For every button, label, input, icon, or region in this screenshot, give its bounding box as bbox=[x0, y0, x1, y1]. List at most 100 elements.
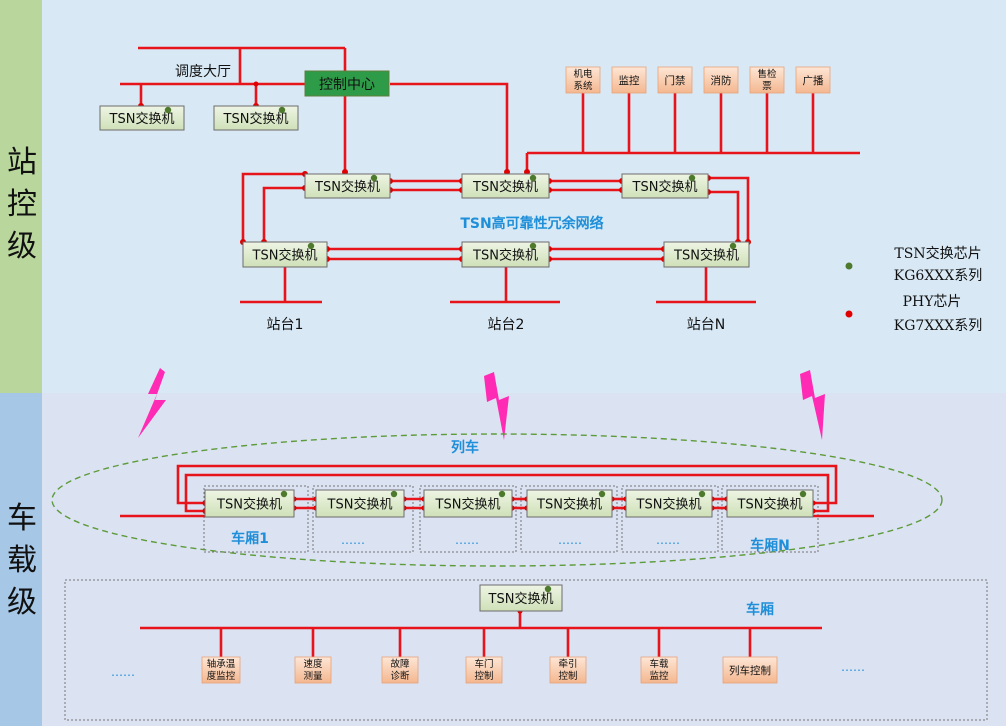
device-line1: 速度 bbox=[303, 658, 323, 670]
tsn-chip-dot bbox=[529, 242, 537, 250]
control-center-label: 控制中心 bbox=[319, 77, 375, 93]
tsn-switch: TSN交换机 bbox=[479, 584, 563, 612]
carriage-ellipsis: …… bbox=[455, 533, 479, 547]
device-line1: 车门 bbox=[474, 658, 493, 670]
tsn-chip-dot bbox=[370, 174, 378, 182]
tsn-switch-label: TSN交换机 bbox=[327, 497, 393, 513]
carriage-ellipses: …… …… bbox=[111, 660, 865, 679]
tsn-switch: TSN交换机 bbox=[99, 105, 185, 131]
carriage-wires bbox=[140, 611, 822, 657]
subsystem-tag: 售检票 bbox=[749, 66, 785, 94]
tsn-switch: TSN交换机 bbox=[204, 489, 295, 518]
legend-phy-dot bbox=[845, 310, 853, 318]
tsn-switch-label: TSN交换机 bbox=[216, 497, 282, 513]
tsn-chip-dot bbox=[544, 585, 552, 593]
tsn-switch-label: TSN交换机 bbox=[673, 248, 739, 264]
tsn-chip-dot bbox=[278, 106, 286, 114]
tsn-chip-dot bbox=[729, 242, 737, 250]
carriage-devices: 轴承温度监控速度测量故障诊断车门控制牵引控制车载监控列车控制 bbox=[201, 656, 778, 684]
control-center-box bbox=[304, 70, 390, 97]
dispatch-hall-label: 调度大厅 bbox=[175, 64, 231, 80]
tsn-switch: TSN交换机 bbox=[304, 173, 391, 199]
tsn-switch-label: TSN交换机 bbox=[737, 497, 803, 513]
tsn-switch-label: TSN交换机 bbox=[472, 248, 538, 264]
subsystem-tag: 门禁 bbox=[657, 66, 693, 94]
train-switches: TSN交换机 TSN交换机 TSN交换机 TSN交换机 TSN交换机 TSN交换机 bbox=[204, 489, 814, 518]
subsystem-line2: 系统 bbox=[573, 80, 593, 92]
tsn-chip-dot bbox=[164, 106, 172, 114]
tsn-chip-dot bbox=[688, 174, 696, 182]
device-ellipsis: …… bbox=[841, 660, 865, 674]
carriage-switch: TSN交换机 bbox=[479, 584, 563, 612]
tsn-switch: TSN交换机 bbox=[663, 241, 750, 268]
train-wires bbox=[120, 464, 874, 518]
tsn-switch-label: TSN交换机 bbox=[109, 111, 175, 127]
platform-label: 站台1 bbox=[267, 317, 304, 333]
device-line2: 控制 bbox=[558, 670, 577, 682]
station-switches: TSN交换机 TSN交换机 TSN交换机 TSN交换机 TSN交换机 TSN交换机 TSN交… bbox=[99, 105, 750, 268]
tsn-switch: TSN交换机 bbox=[423, 489, 513, 518]
tsn-switch-label: TSN交换机 bbox=[435, 497, 501, 513]
train-ellipses: …………………… bbox=[341, 533, 680, 547]
legend-tsn-line2: KG6XXX系列 bbox=[894, 268, 982, 284]
tsn-chip-dot bbox=[280, 490, 288, 498]
carriage-ellipsis: …… bbox=[656, 533, 680, 547]
station-level-band bbox=[0, 0, 42, 393]
carriage-n-label: 车厢N bbox=[750, 537, 790, 554]
level-label-char: 车 bbox=[7, 501, 37, 536]
device-ellipsis: …… bbox=[111, 665, 135, 679]
tsn-switch: TSN交换机 bbox=[242, 241, 328, 268]
carriage-label: 车厢 bbox=[746, 601, 774, 618]
subsystem-tag: 监控 bbox=[611, 66, 647, 94]
tsn-switch-label: TSN交换机 bbox=[536, 497, 602, 513]
vehicle-level-label: 车载级 bbox=[7, 501, 37, 620]
tsn-switch: TSN交换机 bbox=[625, 489, 713, 518]
subsystem-line1: 消防 bbox=[711, 74, 732, 87]
carriage-frames bbox=[203, 485, 819, 553]
tsn-switch-label: TSN交换机 bbox=[488, 591, 554, 607]
carriage-1-label: 车厢1 bbox=[231, 530, 269, 547]
device-line1: 故障 bbox=[390, 658, 410, 670]
train-label: 列车 bbox=[451, 439, 479, 456]
device-line2: 监控 bbox=[649, 670, 669, 682]
bolt-middle bbox=[484, 372, 509, 440]
tsn-switch: TSN交换机 bbox=[461, 241, 550, 268]
tsn-switch: TSN交换机 bbox=[213, 105, 299, 131]
tsn-chip-dot bbox=[498, 490, 506, 498]
network-label: TSN高可靠性冗余网络 bbox=[460, 215, 603, 232]
device-line1: 列车控制 bbox=[729, 664, 771, 677]
carriage-ellipsis: …… bbox=[341, 533, 365, 547]
tsn-switch: TSN交换机 bbox=[315, 489, 405, 518]
station-wires bbox=[120, 46, 860, 304]
bolt-left bbox=[138, 368, 166, 438]
tsn-switch-label: TSN交换机 bbox=[632, 179, 698, 195]
tsn-switch: TSN交换机 bbox=[726, 489, 814, 518]
legend-tsn-line1: TSN交换芯片 bbox=[894, 245, 981, 262]
subsystem-line1: 机电 bbox=[573, 68, 593, 80]
train-ellipse bbox=[51, 433, 943, 567]
tsn-switch: TSN交换机 bbox=[461, 173, 550, 199]
tsn-switch-label: TSN交换机 bbox=[314, 179, 380, 195]
subsystem-line1: 监控 bbox=[619, 74, 640, 87]
tsn-chip-dot bbox=[390, 490, 398, 498]
tsn-switch-label: TSN交换机 bbox=[252, 248, 318, 264]
tsn-switch: TSN交换机 bbox=[621, 173, 709, 199]
subsystem-tag: 广播 bbox=[795, 66, 831, 94]
level-label-char: 载 bbox=[7, 543, 37, 578]
tsn-chip-dot bbox=[799, 490, 807, 498]
legend-phy-line2: KG7XXX系列 bbox=[894, 318, 982, 334]
tsn-chip-dot bbox=[598, 490, 606, 498]
subsystem-tag: 消防 bbox=[703, 66, 739, 94]
legend-tsn-dot bbox=[845, 262, 853, 270]
device-line2: 测量 bbox=[303, 671, 323, 682]
tsn-switch-label: TSN交换机 bbox=[472, 179, 538, 195]
